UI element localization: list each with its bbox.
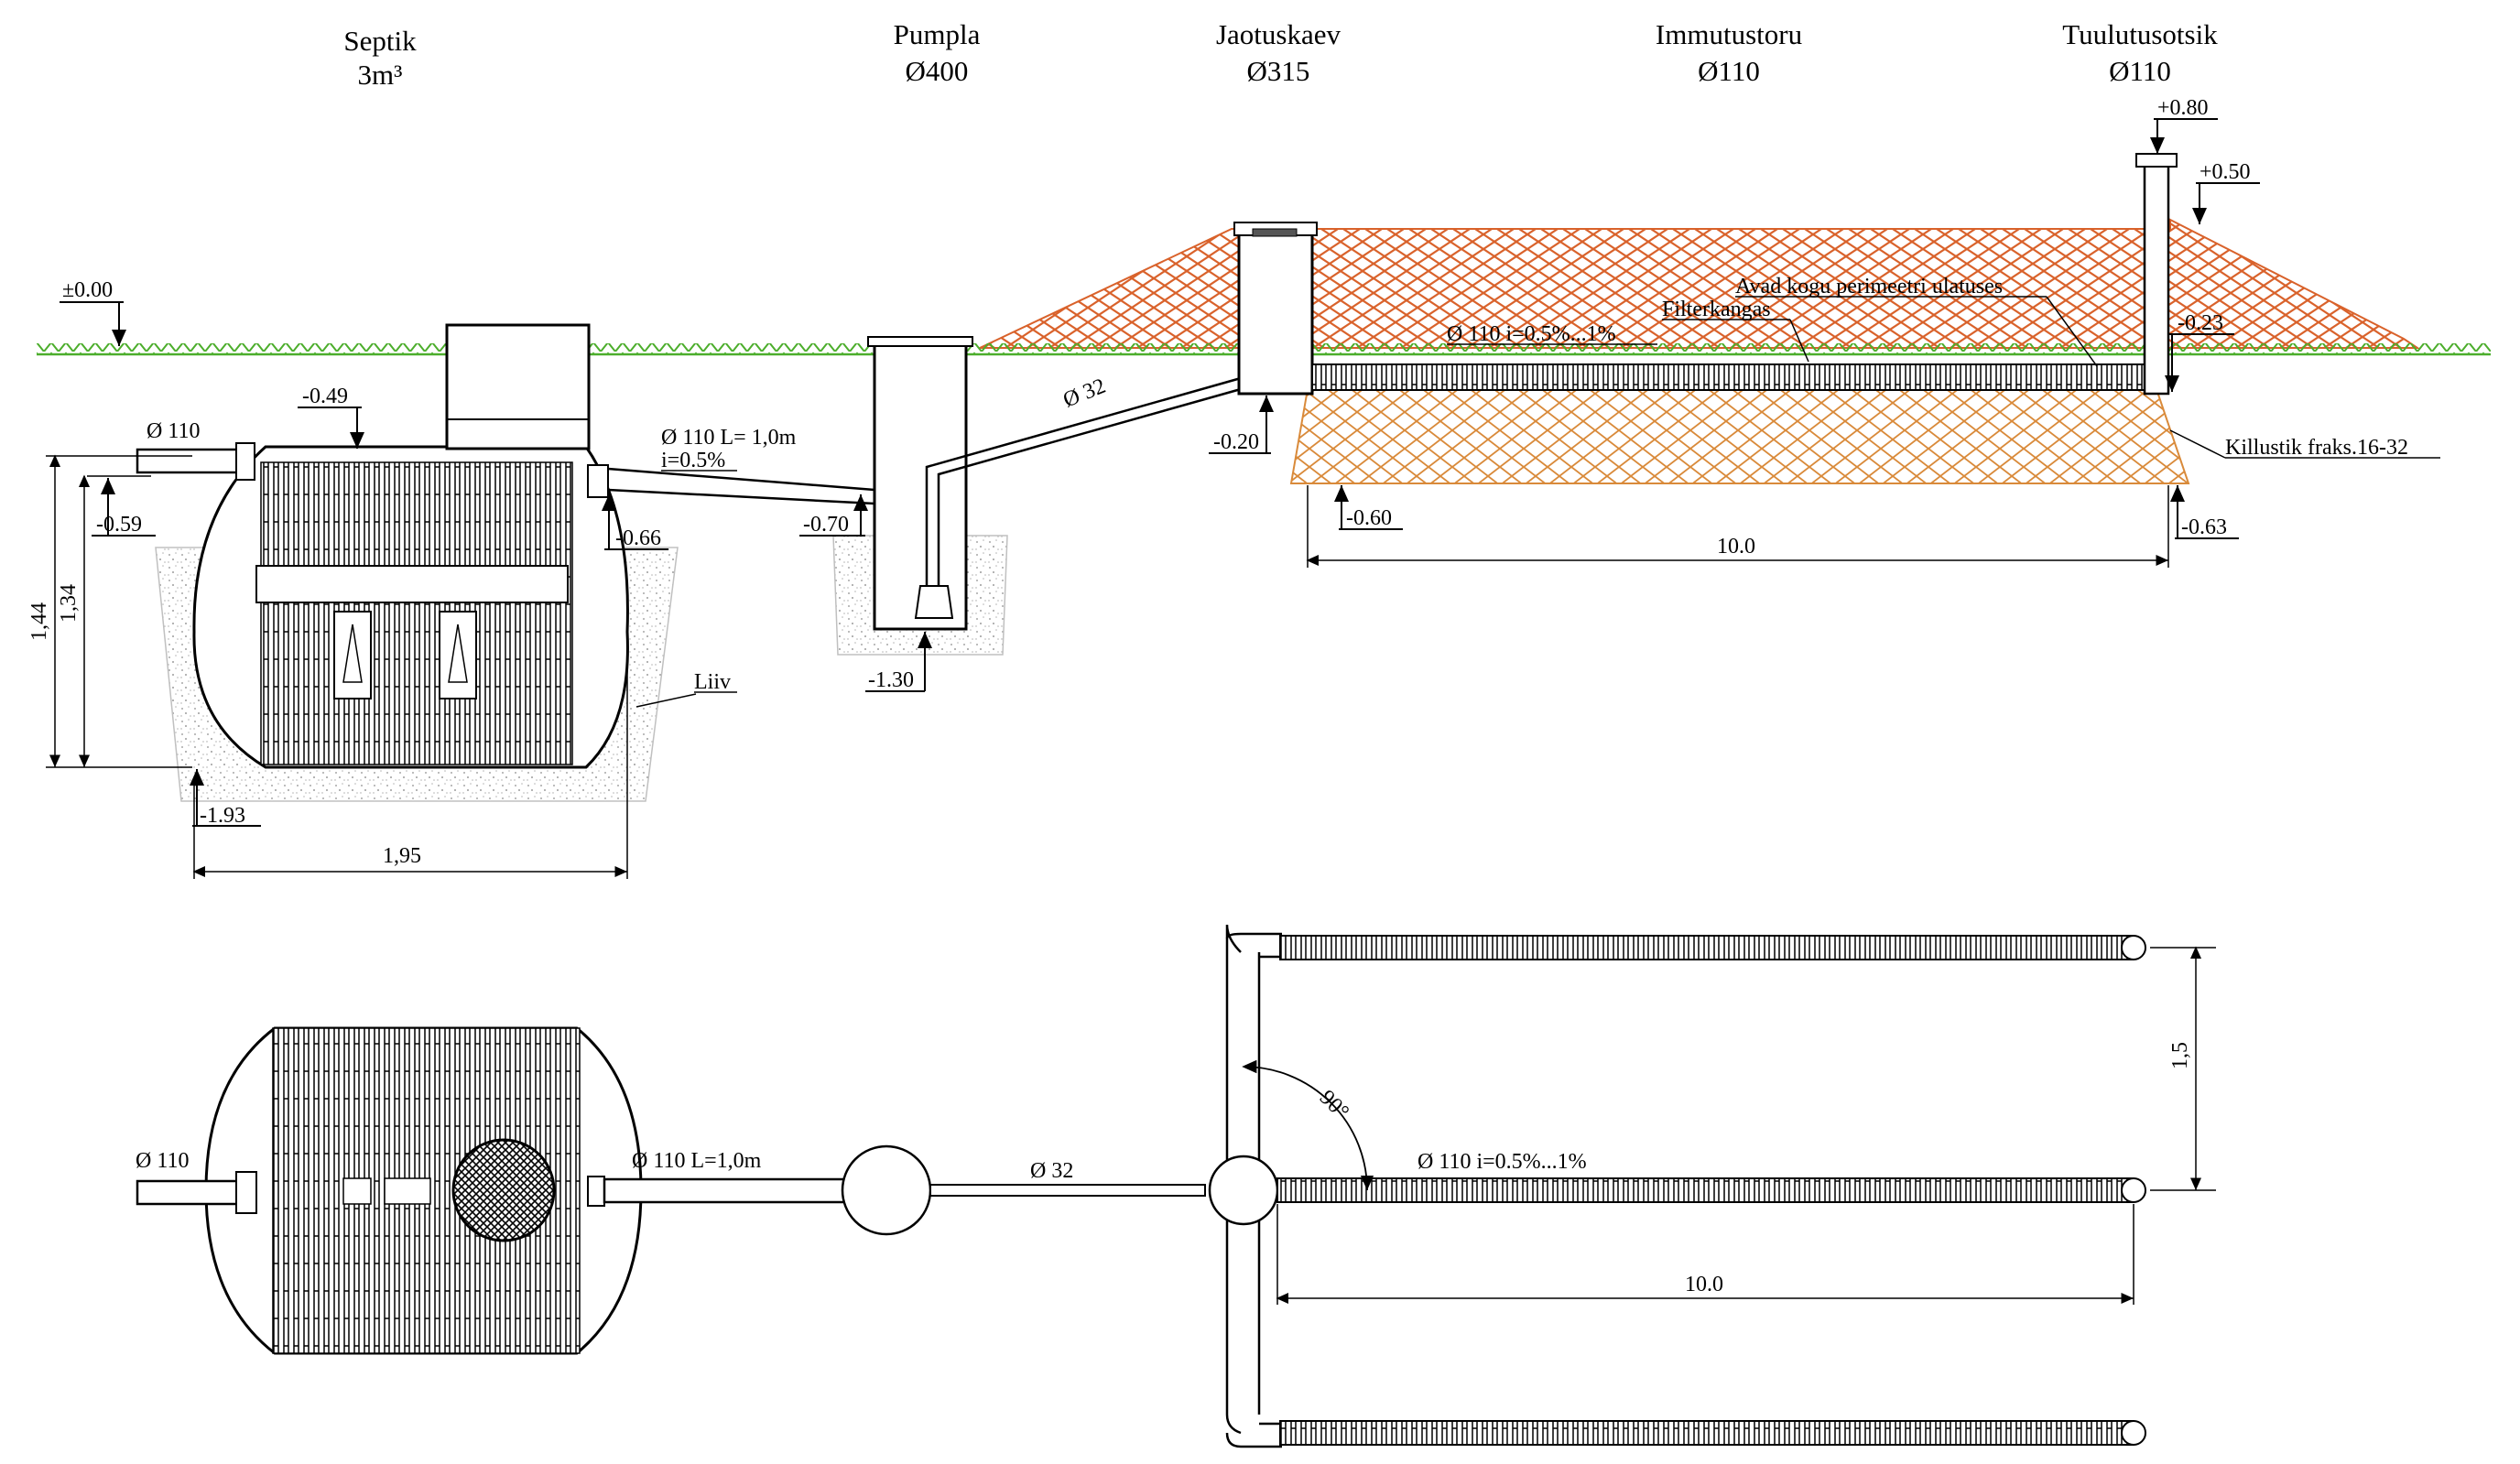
- level-box-bottom: -0.20: [1209, 396, 1274, 454]
- level-inlet: -0.59: [87, 475, 156, 537]
- outlet-pipe-label-2: i=0.5%: [661, 449, 725, 472]
- dim-infil-length-label: 10.0: [1717, 535, 1755, 558]
- plan-outlet-pipe: Ø 110 L=1,0m: [603, 1149, 846, 1204]
- dim-plan-length: 10.0: [1276, 1204, 2134, 1305]
- level-gravel-left-label: -0.60: [1346, 506, 1392, 530]
- dim-spacing-label: 1,5: [2168, 1042, 2192, 1069]
- filter-label-group: Filterkangas: [1662, 298, 1809, 363]
- level-outlet-label: -0.66: [615, 526, 661, 550]
- header-jaotuskaev-sub: Ø315: [1247, 55, 1310, 87]
- level-septic-top: -0.49: [298, 385, 364, 449]
- infil-pipe-label: Ø 110 i=0.5%...1%: [1447, 322, 1616, 346]
- level-mound-top: +0.50: [2192, 160, 2260, 224]
- plan-infil-pipe-middle: [1276, 1177, 2146, 1203]
- holes-label-group: Avad kogu perimeetri ulatuses: [1735, 275, 2098, 367]
- header-pumpla: Pumpla Ø400: [894, 18, 981, 87]
- dim-septic-width: 1,95: [192, 641, 628, 879]
- filter-label: Filterkangas: [1662, 298, 1771, 321]
- level-ground-marker: ±0.00: [60, 278, 126, 346]
- header-jaotuskaev-name: Jaotuskaev: [1216, 18, 1341, 50]
- level-septic-bottom: -1.93: [190, 769, 261, 828]
- plan-infil-pipe-top: [1279, 935, 2146, 960]
- dim-septic-width-label: 1,95: [383, 844, 421, 868]
- plan-outlet-label: Ø 110 L=1,0m: [632, 1149, 762, 1173]
- header-immutustoru-sub: Ø110: [1698, 55, 1760, 87]
- plan-inlet-label: Ø 110: [136, 1149, 189, 1173]
- header-septik-sub: 3m³: [358, 59, 403, 91]
- infil-pipe-label-group: Ø 110 i=0.5%...1%: [1447, 322, 1657, 346]
- dim-height-inlet: 1,34: [57, 584, 81, 623]
- header-pumpla-name: Pumpla: [894, 18, 981, 50]
- level-pump-bottom: -1.30: [865, 632, 932, 692]
- dim-infil-length: 10.0: [1306, 485, 2169, 568]
- holes-label: Avad kogu perimeetri ulatuses: [1735, 275, 2003, 298]
- level-gravel-right: -0.63: [2170, 485, 2239, 539]
- level-pipe-end: -0.23: [2165, 311, 2234, 392]
- infiltration-pipe-section: [1311, 363, 2156, 391]
- plan-pump-well: [841, 1144, 932, 1236]
- dim-height-total: 1,44: [27, 602, 51, 641]
- dim-angle-label: 90°: [1315, 1086, 1353, 1124]
- gravel-bed: [1289, 388, 2190, 484]
- gravel-label: Killustik fraks.16-32: [2225, 436, 2408, 460]
- header-jaotuskaev: Jaotuskaev Ø315: [1216, 18, 1341, 87]
- septic-tank-section: [136, 323, 875, 769]
- inlet-pipe-label: Ø 110: [147, 419, 200, 443]
- level-pump-bottom-label: -1.30: [868, 668, 914, 692]
- outlet-pipe-label-1: Ø 110 L= 1,0m: [661, 426, 797, 450]
- dim-spacing: 1,5: [2150, 946, 2216, 1191]
- header-tuulutusotsik-sub: Ø110: [2109, 55, 2171, 87]
- level-outlet: -0.66: [602, 494, 668, 550]
- pump-well-section: [867, 336, 1242, 631]
- level-septic-bottom-label: -1.93: [200, 804, 245, 828]
- outlet-pipe-label: Ø 110 L= 1,0m i=0.5%: [661, 426, 797, 472]
- sand-label: Liiv: [694, 670, 731, 694]
- septic-tank-plan: [136, 1026, 643, 1355]
- plan-infil-label-group: Ø 110 i=0.5%...1%: [1418, 1150, 1587, 1174]
- distribution-box-section: [1233, 222, 1318, 396]
- header-immutustoru-name: Immutustoru: [1656, 18, 1802, 50]
- level-mound-top-label: +0.50: [2200, 160, 2251, 184]
- dim-heights: 1,44 1,34: [27, 454, 192, 768]
- pressure-pipe-label: Ø 32: [1060, 374, 1110, 413]
- header-pumpla-sub: Ø400: [906, 55, 969, 87]
- level-pipe-end-label: -0.23: [2178, 311, 2223, 335]
- level-vent-top-label: +0.80: [2157, 96, 2209, 120]
- sand-label-group: Liiv: [635, 670, 737, 708]
- plan-pressure-label: Ø 32: [1030, 1159, 1073, 1183]
- level-vent-top: +0.80: [2150, 96, 2218, 154]
- plan-infil-label: Ø 110 i=0.5%...1%: [1418, 1150, 1587, 1174]
- level-septic-top-label: -0.49: [302, 385, 348, 408]
- level-box-bottom-label: -0.20: [1213, 430, 1259, 454]
- plan-pressure-pipe: Ø 32: [929, 1159, 1206, 1197]
- level-ground-label: ±0.00: [62, 278, 113, 302]
- dim-plan-length-label: 10.0: [1685, 1273, 1723, 1296]
- gravel-label-group: Killustik fraks.16-32: [2169, 429, 2440, 460]
- vent-pipe: [2135, 153, 2178, 396]
- level-pump-inlet: -0.70: [799, 494, 868, 537]
- level-pump-inlet-label: -0.70: [803, 513, 849, 537]
- header-tuulutusotsik: Tuulutusotsik Ø110: [2062, 18, 2218, 87]
- header-tuulutusotsik-name: Tuulutusotsik: [2062, 18, 2218, 50]
- plan-infil-pipe-bottom: [1279, 1420, 2146, 1446]
- header-septik-name: Septik: [343, 25, 417, 57]
- level-gravel-right-label: -0.63: [2181, 515, 2227, 539]
- plan-distribution-box: [1208, 924, 1282, 1448]
- level-inlet-label: -0.59: [96, 513, 142, 537]
- header-septik: Septik 3m³: [343, 25, 417, 91]
- header-immutustoru: Immutustoru Ø110: [1656, 18, 1802, 87]
- level-gravel-left: -0.60: [1334, 485, 1403, 530]
